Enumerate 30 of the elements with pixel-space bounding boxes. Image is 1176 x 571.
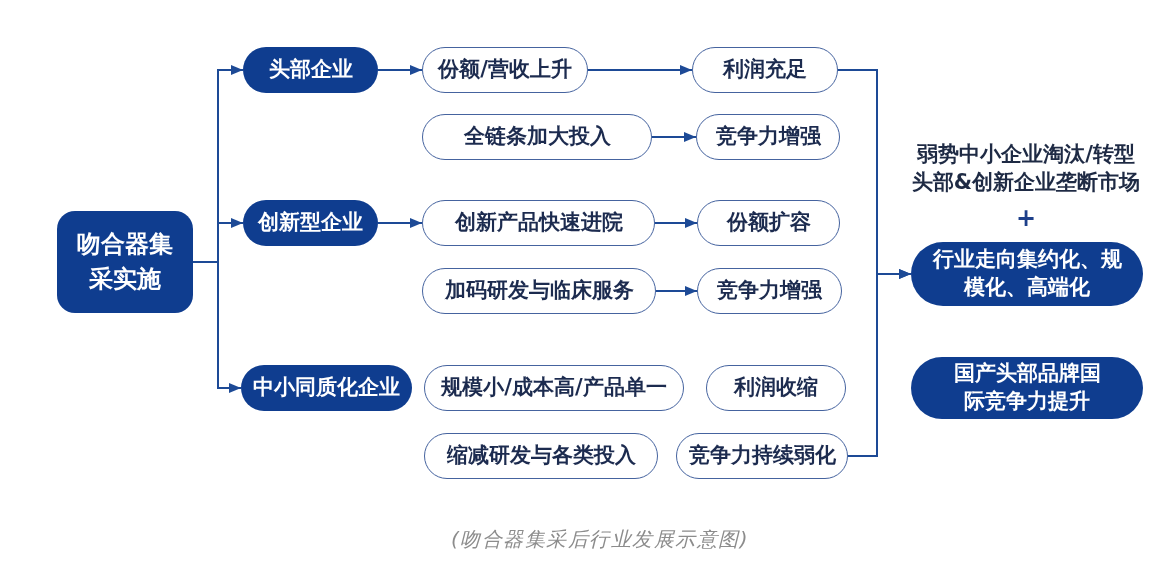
result-pill: 份额扩容	[697, 200, 840, 246]
note-text: 弱势中小企业淘汰/转型	[917, 142, 1135, 168]
arrow	[377, 218, 423, 228]
arrow	[651, 132, 697, 142]
arrow	[654, 218, 698, 228]
caption: (吻合器集采后行业发展示意图)	[450, 527, 750, 551]
step-pill: 缩减研发与各类投入	[424, 433, 658, 479]
result-pill: 竞争力增强	[697, 268, 842, 314]
arrow	[655, 286, 698, 296]
result-pill: 利润收缩	[706, 365, 846, 411]
result-pill: 竞争力增强	[696, 114, 840, 160]
plus-sign: +	[1015, 204, 1037, 233]
category-pill: 中小同质化企业	[241, 365, 412, 411]
step-pill: 规模小/成本高/产品单一	[424, 365, 684, 411]
step-pill: 份额/营收上升	[422, 47, 588, 93]
note-text: 头部&创新企业垄断市场	[911, 170, 1141, 196]
arrow	[587, 65, 693, 75]
step-pill: 加码研发与临床服务	[422, 268, 656, 314]
category-pill: 头部企业	[243, 47, 378, 93]
arrow	[192, 261, 242, 393]
outcome-pill: 国产头部品牌国际竞争力提升	[911, 357, 1143, 419]
result-pill: 利润充足	[692, 47, 838, 93]
result-pill: 竞争力持续弱化	[676, 433, 848, 479]
arrow	[847, 269, 912, 457]
arrow	[377, 65, 423, 75]
step-pill: 全链条加大投入	[422, 114, 652, 160]
process-box: 吻合器集采实施	[57, 211, 193, 313]
category-pill: 创新型企业	[243, 200, 378, 246]
step-pill: 创新产品快速进院	[422, 200, 655, 246]
outcome-pill: 行业走向集约化、规模化、高端化	[911, 242, 1143, 306]
